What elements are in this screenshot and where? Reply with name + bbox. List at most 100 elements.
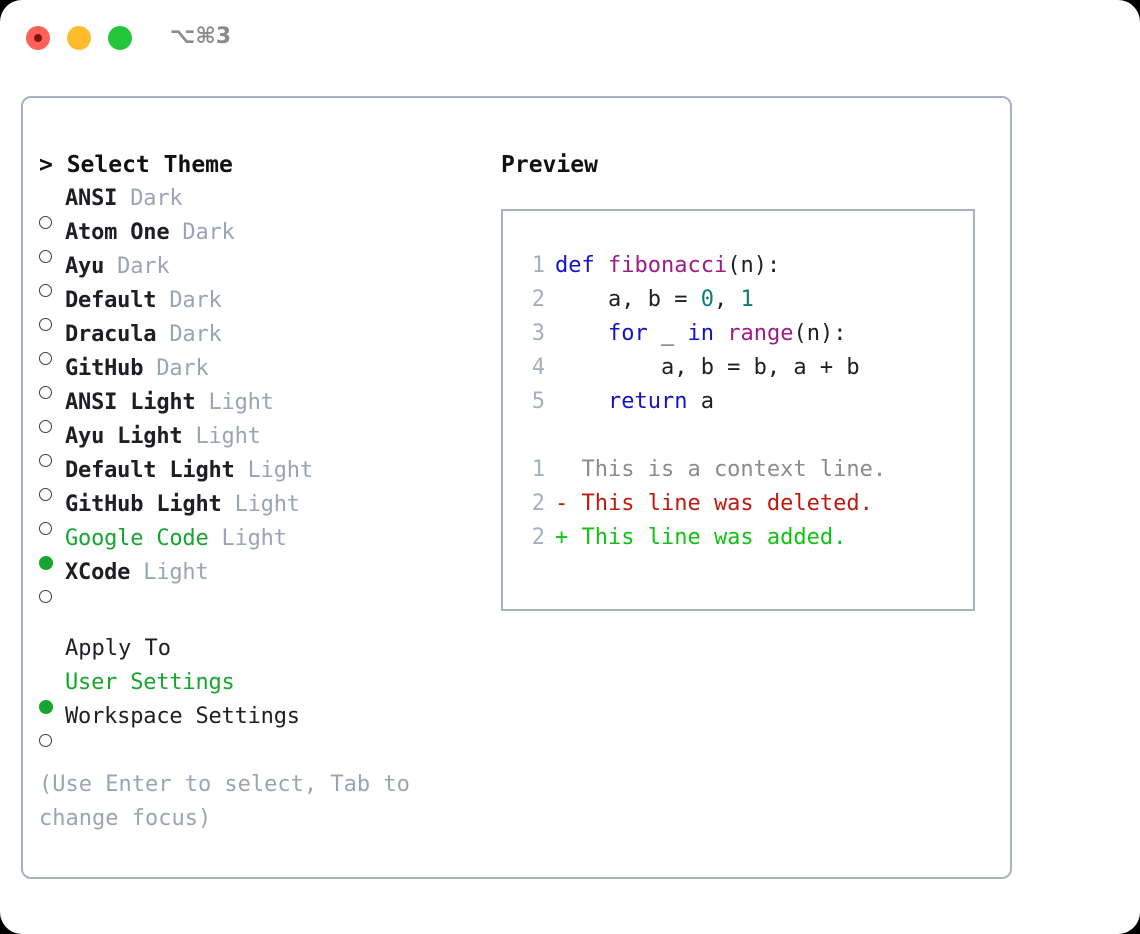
diff-line-add: 2 + This line was added. <box>515 521 967 555</box>
theme-option-label: Default Light <box>65 458 235 483</box>
theme-option-variant: Dark <box>143 356 209 381</box>
code-token-def: (n): <box>727 253 781 278</box>
code-token-def <box>555 321 608 346</box>
line-number: 4 <box>531 355 545 380</box>
code-token-kw: def <box>555 253 595 278</box>
theme-option-variant: Light <box>182 424 261 449</box>
code-text: a, b = 0, 1 <box>545 283 754 317</box>
theme-option-xcode[interactable]: XCode Light <box>39 556 469 603</box>
theme-option-label: GitHub <box>65 356 144 381</box>
code-line: 4 a, b = b, a + b <box>515 351 967 385</box>
traffic-lights <box>26 26 132 50</box>
code-diff-separator <box>515 419 967 453</box>
code-token-def: a, b = b, a + b <box>555 355 860 380</box>
theme-option-variant: Dark <box>156 322 222 347</box>
code-token-def <box>595 253 608 278</box>
theme-option-atom-one[interactable]: Atom One Dark <box>39 216 469 263</box>
theme-option-variant: Light <box>221 492 300 517</box>
maximize-button[interactable] <box>108 26 132 50</box>
select-theme-heading: > Select Theme <box>39 152 233 178</box>
theme-option-label: Atom One <box>65 220 170 245</box>
theme-option-google-code[interactable]: Google Code Light <box>39 522 469 570</box>
theme-option-github[interactable]: GitHub Dark <box>39 352 469 399</box>
apply-to-option-workspace-settings[interactable]: Workspace Settings <box>39 700 469 747</box>
diff-text: This is a context line. <box>555 457 887 482</box>
code-token-num: 1 <box>740 287 754 312</box>
line-number: 1 <box>531 253 545 278</box>
theme-option-default[interactable]: Default Dark <box>39 284 469 331</box>
diff-text: + This line was added. <box>555 525 847 550</box>
title-bar: ⌥⌘3 <box>0 0 1140 78</box>
code-token-def: (n): <box>793 321 847 346</box>
code-token-def <box>555 389 608 414</box>
apply-to-option-user-settings[interactable]: User Settings <box>39 666 469 714</box>
diff-text: - This line was deleted. <box>555 491 873 516</box>
theme-option-label: Ayu <box>65 254 105 279</box>
theme-option-label: Default <box>65 288 157 313</box>
apply-to-heading: Apply To <box>65 636 171 661</box>
theme-option-label: Google Code <box>65 526 209 551</box>
code-token-def: a, b = <box>555 287 701 312</box>
line-number: 5 <box>531 389 545 414</box>
theme-option-label: ANSI <box>65 186 118 211</box>
code-text: a, b = b, a + b <box>545 351 860 385</box>
keyboard-hint-text: (Use Enter to select, Tab to change focu… <box>39 772 424 831</box>
theme-option-variant: Light <box>130 560 209 585</box>
code-token-def <box>714 321 727 346</box>
line-number: 1 <box>531 457 545 482</box>
theme-option-github-light[interactable]: GitHub Light Light <box>39 488 469 535</box>
line-number: 2 <box>531 287 545 312</box>
theme-option-ansi[interactable]: ANSI Dark <box>39 182 469 229</box>
theme-option-variant: Light <box>208 526 287 551</box>
theme-option-label: ANSI Light <box>65 390 196 415</box>
code-token-def: _ <box>647 321 688 346</box>
code-token-kw: in <box>687 321 714 346</box>
code-text: return a <box>545 385 714 419</box>
code-token-def: a <box>687 389 714 414</box>
theme-option-ayu-light[interactable]: Ayu Light Light <box>39 420 469 467</box>
code-text: def fibonacci(n): <box>545 249 780 283</box>
close-button[interactable] <box>26 26 50 50</box>
diff-line-ctx: 1 This is a context line. <box>515 453 967 487</box>
keyboard-shortcut-label: ⌥⌘3 <box>170 24 232 49</box>
code-text: for _ in range(n): <box>545 317 846 351</box>
code-line: 3 for _ in range(n): <box>515 317 967 351</box>
code-token-fn: fibonacci <box>608 253 728 278</box>
diff-sample: 1 This is a context line. 2 - This line wa… <box>515 453 967 555</box>
theme-option-ansi-light[interactable]: ANSI Light Light <box>39 386 469 433</box>
theme-option-label: Dracula <box>65 322 157 347</box>
code-token-def: , <box>713 287 741 312</box>
apply-to-option-label: Workspace Settings <box>65 704 300 729</box>
theme-option-dracula[interactable]: Dracula Dark <box>39 318 469 365</box>
line-number: 2 <box>531 525 545 550</box>
apply-to-option-label: User Settings <box>65 670 235 695</box>
code-token-kw: for <box>607 321 648 346</box>
theme-option-variant: Dark <box>156 288 222 313</box>
theme-option-variant: Dark <box>104 254 170 279</box>
code-line: 5 return a <box>515 385 967 419</box>
theme-option-variant: Dark <box>117 186 183 211</box>
line-number: 2 <box>531 491 545 516</box>
theme-option-label: Ayu Light <box>65 424 183 449</box>
code-token-num: 0 <box>700 287 714 312</box>
theme-option-variant: Light <box>195 390 274 415</box>
theme-option-label: GitHub Light <box>65 492 222 517</box>
theme-option-label: XCode <box>65 560 131 585</box>
theme-option-default-light[interactable]: Default Light Light <box>39 454 469 501</box>
preview-heading: Preview <box>501 152 598 178</box>
diff-line-del: 2 - This line was deleted. <box>515 487 967 521</box>
theme-option-ayu[interactable]: Ayu Dark <box>39 250 469 297</box>
code-line: 2 a, b = 0, 1 <box>515 283 967 317</box>
code-token-fn: range <box>727 321 794 346</box>
minimize-button[interactable] <box>67 26 91 50</box>
code-token-kw: return <box>607 389 688 414</box>
